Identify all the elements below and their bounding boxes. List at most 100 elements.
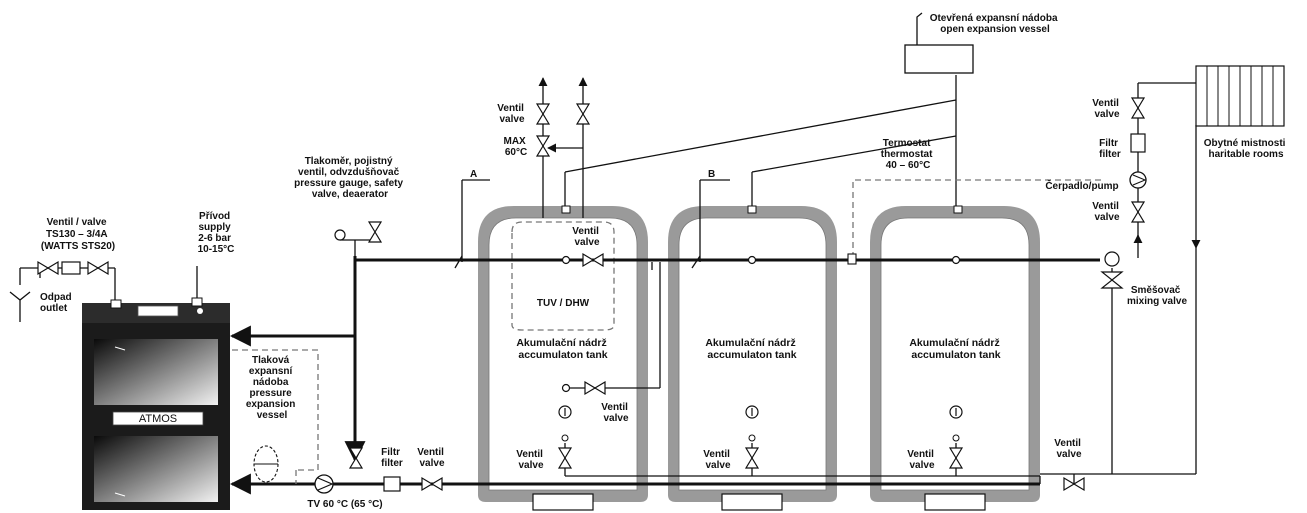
label-supply-4: 10-15°C (198, 244, 235, 255)
pump-icon[interactable] (1129, 171, 1147, 189)
label-filter-right-1: Filtr (1099, 138, 1118, 149)
label-valve-t3-1: Ventil (907, 449, 934, 460)
boiler-brand: ATMOS (139, 413, 177, 425)
label-valve-ts130-2: TS130 – 3/4A (46, 229, 107, 240)
label-pump-right: Čerpadlo/pump (1045, 179, 1118, 192)
svg-text:Akumulační nádrž accumulat: Akumulační nádrž accumulaton tank (705, 337, 798, 361)
pump-icon[interactable] (314, 474, 334, 494)
accumulation-tank-2 (668, 205, 837, 511)
label-filter-2: filter (381, 458, 403, 469)
accumulation-tank-3 (870, 205, 1040, 511)
label-point-b: B (708, 169, 715, 180)
svg-text:Ventil / valve TS130 – 3/4: Ventil / valve TS130 – 3/4A (WATTS STS20… (41, 217, 115, 252)
open-expansion-vessel (904, 44, 974, 74)
valve-icon[interactable] (557, 447, 573, 469)
label-thermostat-1: Termostat (883, 138, 931, 149)
thermometer-icon (745, 405, 759, 419)
valve-icon[interactable] (367, 221, 383, 243)
svg-text:Ventil valve: Ventil valve (907, 449, 936, 471)
marker-b: B (691, 169, 730, 269)
label-rooms-1: Obytné mistnosti (1204, 138, 1286, 149)
svg-text:Ventil valve: Ventil valve (572, 226, 601, 248)
valve-icon[interactable] (575, 103, 591, 125)
label-open-vessel-2: open expansion vessel (940, 24, 1050, 35)
svg-text:Tlaková expansní nádob: Tlaková expansní nádoba pressure expansi… (246, 355, 298, 421)
label-tank1-2: accumulaton tank (518, 349, 607, 361)
svg-text:Ventil valve: Ventil valve (1092, 201, 1121, 223)
valve-icon[interactable] (348, 447, 364, 469)
label-tank2-1: Akumulační nádrž (705, 337, 795, 349)
svg-text:Ventil valve: Ventil valve (1054, 438, 1083, 460)
label-valve-bottom-2: valve (419, 458, 444, 469)
label-thermostat-2: thermostat (881, 149, 933, 160)
svg-text:MAX 60°C: MAX 60°C (503, 136, 528, 158)
label-supply-3: 2-6 bar (198, 233, 231, 244)
svg-text:Odpad outlet: Odpad outlet (40, 292, 74, 314)
label-tank3-1: Akumulační nádrž (909, 337, 999, 349)
label-safety-3: pressure gauge, safety (294, 178, 403, 189)
valve-icon[interactable] (535, 135, 551, 157)
label-rooms-2: haritable rooms (1208, 149, 1283, 160)
label-valve-coil-2: valve (603, 413, 628, 424)
valve-icon[interactable] (87, 260, 109, 276)
filter-icon (1130, 133, 1146, 153)
label-valve-rt-1: Ventil (1092, 98, 1119, 109)
label-safety-2: ventil, odvzdušňovač (298, 167, 400, 178)
label-mixing-2: mixing valve (1127, 296, 1187, 307)
label-tank2-2: accumulaton tank (707, 349, 796, 361)
label-valve-coil-1: Ventil (601, 402, 628, 413)
svg-text:Termostat thermostat 4: Termostat thermostat 40 – 60°C (881, 138, 935, 171)
valve-icon[interactable] (37, 260, 59, 276)
label-pvessel-5: expansion (246, 399, 295, 410)
boiler-door-lower (94, 436, 218, 502)
label-valve-ts130-3: (WATTS STS20) (41, 241, 115, 252)
label-thermostat-3: 40 – 60°C (886, 160, 931, 171)
accumulation-tank-1 (478, 205, 648, 511)
boiler: ATMOS (82, 303, 230, 510)
svg-text:Tlakoměr, pojistný ventil,: Tlakoměr, pojistný ventil, odvzdušňovač … (294, 156, 406, 200)
valve-icon[interactable] (582, 252, 604, 268)
label-valve-top-1: Ventil (497, 103, 524, 114)
filter-icon (61, 261, 81, 275)
mixing-valve-icon[interactable] (1100, 251, 1124, 289)
label-max-1: MAX (503, 136, 526, 147)
label-safety-1: Tlakoměr, pojistný (305, 156, 393, 167)
valve-icon[interactable] (1130, 97, 1146, 119)
label-valve-dhw-1: Ventil (572, 226, 599, 237)
valve-icon[interactable] (584, 380, 606, 396)
label-valve-rm-2: valve (1094, 212, 1119, 223)
svg-text:Filtr filter: Filtr filter (1099, 138, 1121, 160)
valve-icon[interactable] (1063, 476, 1085, 492)
label-pvessel-2: expansní (249, 366, 294, 377)
valve-icon[interactable] (948, 447, 964, 469)
label-valve-t3-2: valve (909, 460, 934, 471)
label-safety-4: valve, deaerator (312, 189, 388, 200)
label-valve-rm-1: Ventil (1092, 201, 1119, 212)
label-supply-2: supply (198, 222, 231, 233)
valve-icon[interactable] (1130, 201, 1146, 223)
valve-icon[interactable] (535, 103, 551, 125)
svg-text:Akumulační nádrž accumulat: Akumulační nádrž accumulaton tank (516, 337, 609, 361)
label-valve-t2-1: Ventil (703, 449, 730, 460)
svg-text:Ventil valve: Ventil valve (417, 447, 446, 469)
svg-text:Ventil valve: Ventil valve (1092, 98, 1121, 120)
svg-text:Obytné mistnosti haritable: Obytné mistnosti haritable rooms (1204, 138, 1288, 160)
thermometer-icon (558, 405, 572, 419)
svg-text:Ventil valve: Ventil valve (516, 449, 545, 471)
label-valve-top-2: valve (499, 114, 524, 125)
label-tank1-1: Akumulační nádrž (516, 337, 606, 349)
svg-text:Otevřená expansní nádoba o: Otevřená expansní nádoba open expansion … (930, 13, 1061, 35)
pressure-vessel-icon (253, 445, 279, 483)
label-max-2: 60°C (505, 147, 527, 158)
label-point-a: A (470, 169, 477, 180)
radiator-icon (1195, 65, 1285, 127)
label-pvessel-1: Tlaková (252, 355, 290, 366)
label-valve-rb-2: valve (1056, 449, 1081, 460)
thermometer-icon (949, 405, 963, 419)
valve-icon[interactable] (744, 447, 760, 469)
marker-a: A (454, 169, 490, 269)
label-outlet-2: outlet (40, 303, 68, 314)
filter-icon (383, 476, 401, 492)
valve-icon[interactable] (421, 476, 443, 492)
label-valve-ts130-1: Ventil / valve (47, 217, 107, 228)
